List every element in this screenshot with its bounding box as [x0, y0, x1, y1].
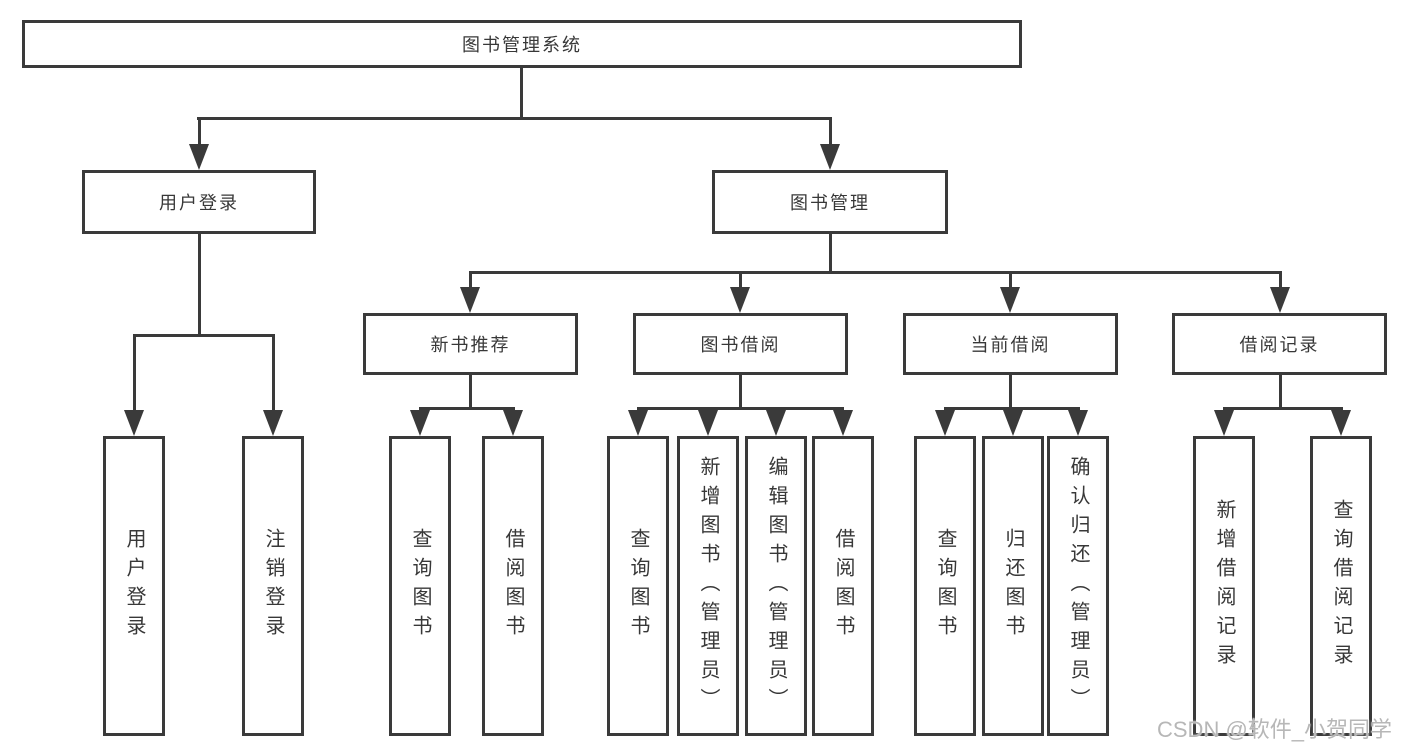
- leaf-logout-login-label: 注销登录: [262, 528, 284, 644]
- arrow-leaf-add-borrow-record: [1214, 410, 1234, 436]
- connector-leaf-user-login-drop: [133, 334, 136, 414]
- leaf-confirm-return-admin: 确认归还（管理员）: [1047, 436, 1109, 736]
- node-book-borrow-label: 图书借阅: [700, 335, 781, 355]
- leaf-query-book-newrec-label: 查询图书: [409, 528, 431, 644]
- connector-current-borrow-bus: [944, 407, 1080, 410]
- node-book-borrow: 图书借阅: [633, 313, 848, 375]
- arrow-leaf-logout: [263, 410, 283, 436]
- leaf-edit-book-admin: 编辑图书（管理员）: [745, 436, 807, 736]
- leaf-query-book-borrow-label: 查询图书: [627, 528, 649, 644]
- leaf-return-book: 归还图书: [982, 436, 1044, 736]
- leaf-query-book-current: 查询图书: [914, 436, 976, 736]
- connector-user-login-drop: [198, 117, 201, 149]
- leaf-query-borrow-record: 查询借阅记录: [1310, 436, 1372, 736]
- node-user-login: 用户登录: [82, 170, 316, 234]
- leaf-add-book-admin: 新增图书（管理员）: [677, 436, 739, 736]
- leaf-user-login: 用户登录: [103, 436, 165, 736]
- arrow-current-borrow: [1000, 287, 1020, 313]
- node-new-book-rec-label: 新书推荐: [430, 335, 511, 355]
- connector-leaf-logout-drop: [272, 334, 275, 414]
- node-book-mgmt-label: 图书管理: [790, 193, 870, 213]
- node-user-login-label: 用户登录: [159, 193, 239, 213]
- leaf-return-book-label: 归还图书: [1002, 528, 1024, 644]
- arrow-leaf-user-login: [124, 410, 144, 436]
- arrow-leaf-borrow-book: [833, 410, 853, 436]
- arrow-leaf-query-borrow-record: [1331, 410, 1351, 436]
- node-root-label: 图书管理系统: [462, 35, 582, 55]
- connector-root-stub: [520, 68, 523, 120]
- arrow-borrow-records: [1270, 287, 1290, 313]
- arrow-leaf-edit-book-admin: [766, 410, 786, 436]
- connector-user-login-bus: [133, 334, 275, 337]
- connector-borrow-records-bus: [1223, 407, 1343, 410]
- leaf-add-book-admin-label: 新增图书（管理员）: [697, 455, 719, 717]
- node-root: 图书管理系统: [22, 20, 1022, 68]
- connector-book-mgmt-stub: [829, 234, 832, 274]
- arrow-leaf-return-book: [1003, 410, 1023, 436]
- connector-current-borrow-stub: [1009, 375, 1012, 410]
- connector-borrow-records-stub: [1279, 375, 1282, 410]
- connector-new-book-rec-stub: [469, 375, 472, 410]
- node-borrow-records-label: 借阅记录: [1239, 335, 1320, 355]
- arrow-book-borrow: [730, 287, 750, 313]
- leaf-add-borrow-record-label: 新增借阅记录: [1213, 499, 1235, 673]
- arrow-leaf-borrow-book-newrec: [503, 410, 523, 436]
- leaf-borrow-book: 借阅图书: [812, 436, 874, 736]
- watermark: CSDN @软件_小贺同学: [1157, 717, 1393, 742]
- leaf-borrow-book-label: 借阅图书: [832, 528, 854, 644]
- connector-user-login-stub: [198, 234, 201, 336]
- connector-book-borrow-stub: [739, 375, 742, 410]
- leaf-user-login-label: 用户登录: [123, 528, 145, 644]
- connector-book-borrow-bus: [637, 407, 844, 410]
- connector-borrow-records-drop: [1279, 271, 1282, 291]
- connector-book-mgmt-bus: [469, 271, 1282, 274]
- arrow-leaf-query-book-current: [935, 410, 955, 436]
- leaf-add-borrow-record: 新增借阅记录: [1193, 436, 1255, 736]
- leaf-query-book-borrow: 查询图书: [607, 436, 669, 736]
- connector-new-book-rec-drop: [469, 271, 472, 291]
- node-borrow-records: 借阅记录: [1172, 313, 1387, 375]
- arrow-leaf-query-book-borrow: [628, 410, 648, 436]
- connector-root-bus: [197, 117, 832, 120]
- leaf-logout-login: 注销登录: [242, 436, 304, 736]
- leaf-query-book-newrec: 查询图书: [389, 436, 451, 736]
- connector-new-book-rec-bus: [419, 407, 515, 410]
- node-new-book-rec: 新书推荐: [363, 313, 578, 375]
- arrow-book-mgmt: [820, 144, 840, 170]
- node-current-borrow: 当前借阅: [903, 313, 1118, 375]
- node-book-mgmt: 图书管理: [712, 170, 948, 234]
- arrow-leaf-add-book-admin: [698, 410, 718, 436]
- arrow-new-book-rec: [460, 287, 480, 313]
- arrow-leaf-query-book-newrec: [410, 410, 430, 436]
- leaf-edit-book-admin-label: 编辑图书（管理员）: [765, 455, 787, 717]
- leaf-query-book-current-label: 查询图书: [934, 528, 956, 644]
- connector-book-borrow-drop: [739, 271, 742, 291]
- leaf-borrow-book-newrec-label: 借阅图书: [502, 528, 524, 644]
- node-current-borrow-label: 当前借阅: [970, 335, 1051, 355]
- connector-book-mgmt-drop: [829, 117, 832, 149]
- arrow-leaf-confirm-return: [1068, 410, 1088, 436]
- leaf-query-borrow-record-label: 查询借阅记录: [1330, 499, 1352, 673]
- leaf-borrow-book-newrec: 借阅图书: [482, 436, 544, 736]
- connector-current-borrow-drop: [1009, 271, 1012, 291]
- arrow-user-login: [189, 144, 209, 170]
- leaf-confirm-return-admin-label: 确认归还（管理员）: [1067, 455, 1089, 717]
